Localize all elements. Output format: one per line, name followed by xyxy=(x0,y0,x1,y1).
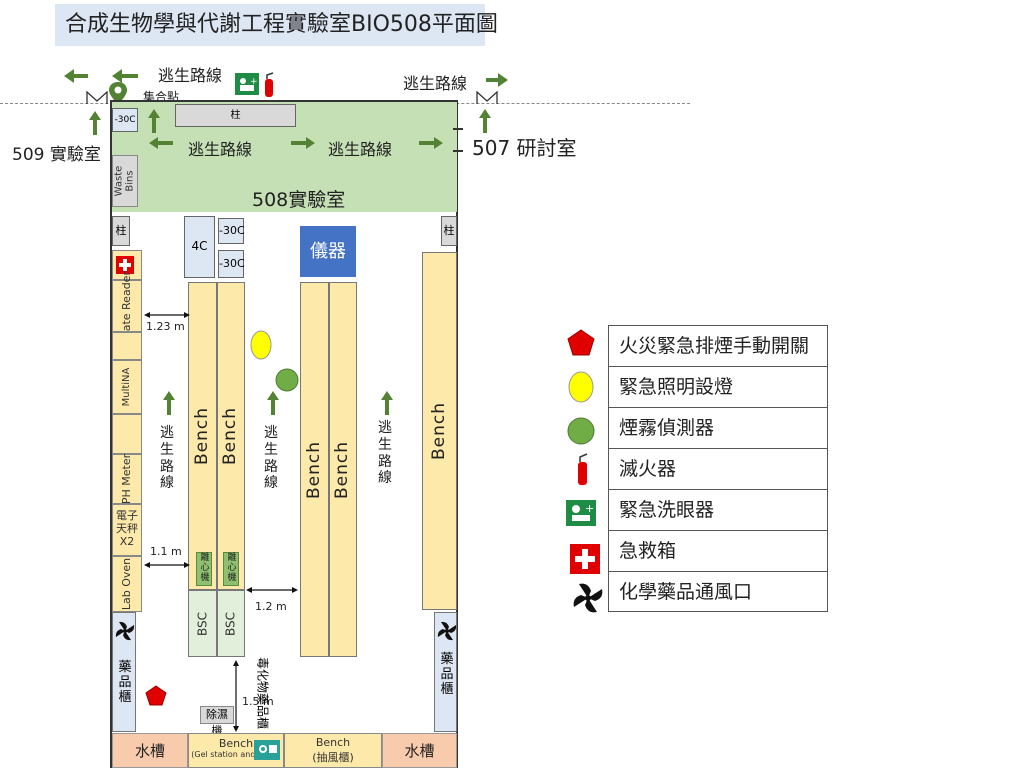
distance-arrow xyxy=(144,562,190,568)
legend-row-first-aid: 急救箱 xyxy=(609,530,828,571)
toxic-cabinet: 毒化物藥品櫃 xyxy=(255,656,270,729)
lab-oven: Lab Oven xyxy=(112,556,142,612)
room-507-label: 507 研討室 xyxy=(472,136,577,160)
arrow-left-icon xyxy=(64,69,138,83)
legend: 火災緊急排煙手動開關 緊急照明設燈 煙霧偵測器 滅火器 緊急洗眼器 急救箱 化學… xyxy=(608,325,828,612)
fire-smoke-switch-icon xyxy=(145,685,167,706)
arrow-right-icon xyxy=(291,137,315,149)
smoke-detector-icon xyxy=(567,417,595,445)
arrow-left-icon xyxy=(149,137,173,149)
eyewash-icon xyxy=(254,740,280,760)
legend-row-eyewash: 緊急洗眼器 xyxy=(609,489,828,530)
legend-row-chemical-vent: 化學藥品通風口 xyxy=(609,571,828,612)
fire-extinguisher-icon xyxy=(578,453,588,485)
multina: MultiNA xyxy=(112,360,142,414)
eyewash-icon: + xyxy=(235,73,259,95)
plate-reader: Plate Reader xyxy=(112,271,142,341)
bottom-bench-hood: Bench (抽風櫃) xyxy=(284,733,382,768)
corridor-escape-label-1: 逃生路線 xyxy=(188,140,253,159)
first-aid-slot xyxy=(112,250,142,280)
bench-4: Bench xyxy=(329,282,357,657)
eyewash-icon: + xyxy=(566,500,596,526)
wall-slot xyxy=(112,332,142,360)
bench-1: Bench xyxy=(188,282,217,590)
fridge-4c: 4C xyxy=(184,216,215,278)
fire-extinguisher-icon xyxy=(265,72,274,97)
svg-text:+: + xyxy=(585,502,594,515)
distance-arrow xyxy=(144,312,190,318)
door-icon-right xyxy=(476,91,498,104)
centrifuge-1: 離心機 xyxy=(196,552,212,586)
room-508-label: 508實驗室 xyxy=(252,189,346,211)
freezer-m30-a: -30C xyxy=(218,218,245,244)
freezer-m30-b: -30C xyxy=(218,250,245,278)
sink-right: 水槽 xyxy=(382,733,457,768)
aisle-escape-label-2: 逃生路線 xyxy=(264,425,278,492)
sink-left: 水槽 xyxy=(112,733,188,768)
distance-2: 1.1 m xyxy=(150,545,182,558)
chemical-vent-icon xyxy=(573,583,603,613)
aisle-escape-label-1: 逃生路線 xyxy=(160,425,174,492)
door-tick xyxy=(453,150,463,152)
chemical-vent-icon xyxy=(437,621,457,641)
bsc-1: BSC xyxy=(188,590,217,657)
centrifuge-2: 離心機 xyxy=(223,552,239,586)
bsc-2: BSC xyxy=(217,590,245,657)
distance-arrow xyxy=(246,587,298,593)
balance-x2: 電子天秤X2 xyxy=(112,504,142,556)
pillar-right: 柱 xyxy=(441,216,457,246)
first-aid-icon xyxy=(116,256,134,274)
distance-3: 1.2 m xyxy=(255,600,287,613)
distance-4: 1.5 m xyxy=(242,695,274,708)
bench-3: Bench xyxy=(300,282,329,657)
door-tick xyxy=(453,128,463,130)
wall-slot xyxy=(112,414,142,454)
room-509-label: 509 實驗室 xyxy=(12,145,101,165)
emergency-light-icon xyxy=(250,330,272,360)
bench-2: Bench xyxy=(217,282,245,590)
distance-arrow-vertical xyxy=(233,660,239,732)
arrow-up-icon xyxy=(148,109,160,133)
arrow-up-icon xyxy=(381,391,393,415)
arrow-right-icon xyxy=(419,137,443,149)
chem-cabinet-right: 藥品櫃 xyxy=(434,612,457,732)
arrow-up-icon xyxy=(267,391,279,415)
escape-route-label-right: 逃生路線 xyxy=(403,74,468,93)
location-pin-icon xyxy=(109,82,127,104)
arrow-right-icon xyxy=(486,73,508,87)
instrument: 儀器 xyxy=(300,226,356,277)
bench-right: Bench xyxy=(422,252,457,610)
legend-row-smoke-detector: 煙霧偵測器 xyxy=(609,407,828,448)
aisle-escape-label-3: 逃生路線 xyxy=(378,420,392,487)
legend-row-extinguisher: 滅火器 xyxy=(609,448,828,489)
waste-bins: Waste Bins xyxy=(112,155,138,207)
emergency-light-icon xyxy=(568,371,594,403)
escape-route-label: 逃生路線 xyxy=(158,66,223,85)
fire-smoke-switch-icon xyxy=(567,329,595,356)
first-aid-icon xyxy=(570,544,600,574)
svg-text:+: + xyxy=(250,77,258,87)
page-title: 合成生物學與代謝工程實驗室BIO508平面圖 xyxy=(55,4,498,46)
chemical-vent-icon xyxy=(115,621,135,641)
arrow-up-icon-right xyxy=(479,109,491,133)
arrow-up-icon xyxy=(89,111,101,135)
chem-cabinet-left: 藥品櫃 xyxy=(112,612,136,732)
pillar-left: 柱 xyxy=(112,216,130,246)
legend-row-fire-switch: 火災緊急排煙手動開關 xyxy=(609,325,828,366)
dehumidifier: 除濕機 xyxy=(200,706,234,737)
corridor-escape-label-2: 逃生路線 xyxy=(328,140,393,159)
distance-1: 1.23 m xyxy=(146,320,185,333)
freezer-m30-top: -30C xyxy=(112,108,138,132)
smoke-detector-icon xyxy=(275,368,299,392)
pillar-top: 柱 xyxy=(175,104,296,127)
ph-meter: PH Meter xyxy=(112,454,142,504)
legend-row-emergency-light: 緊急照明設燈 xyxy=(609,366,828,407)
arrow-up-icon xyxy=(163,391,175,415)
door-icon xyxy=(86,91,108,104)
